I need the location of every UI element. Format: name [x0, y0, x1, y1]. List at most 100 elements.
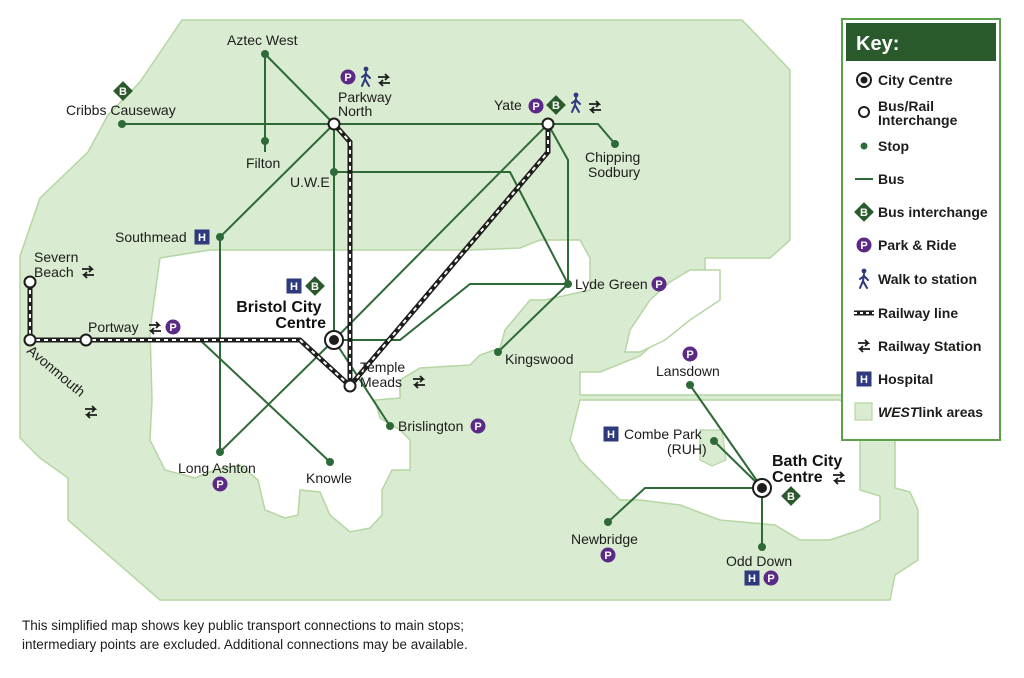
- stop-kingswood[interactable]: [494, 348, 502, 356]
- westlink-island-combe: [699, 429, 727, 467]
- city-centre-bristol[interactable]: [324, 330, 344, 350]
- legend-header: [846, 23, 996, 61]
- park-ride-icon: [212, 476, 228, 492]
- label-bath-line2: Centre: [772, 469, 823, 486]
- interchange-parkway[interactable]: [327, 117, 341, 131]
- hospital-icon: [194, 229, 210, 245]
- legend-label-railway-station: Railway Station: [878, 338, 981, 354]
- route-portway-knowle: [199, 339, 331, 463]
- legend-label-interchange-line2: Interchange: [878, 112, 958, 128]
- park-ride-icon: [165, 319, 181, 335]
- label-parkway-north: Parkway North: [338, 89, 396, 119]
- legend-item-bus-interchange: Bus interchange: [854, 202, 988, 222]
- legend-item-park-ride: Park & Ride: [856, 237, 957, 253]
- label-temple-line1: Temple: [360, 359, 405, 375]
- interchange-severn-beach[interactable]: [23, 275, 37, 289]
- legend-label-bus: Bus: [878, 171, 905, 187]
- stop-lyde[interactable]: [564, 280, 572, 288]
- stop-combe[interactable]: [710, 437, 718, 445]
- footer-note: This simplified map shows key public tra…: [22, 616, 622, 654]
- legend-label-hospital: Hospital: [878, 371, 933, 387]
- legend-label-stop: Stop: [878, 138, 909, 154]
- route-bristol-lyde: [334, 283, 568, 341]
- stop-brislington[interactable]: [386, 422, 394, 430]
- hospital-icon: [744, 570, 760, 586]
- legend-frame: [841, 18, 1001, 441]
- label-bath-line1: Bath City: [772, 453, 842, 470]
- legend-item-railway-line: Railway line: [854, 305, 958, 321]
- label-combe-park: Combe Park (RUH): [624, 426, 707, 457]
- label-temple-meads: Temple Meads: [360, 359, 409, 390]
- park-ride-icon: [651, 276, 667, 292]
- westlink-area-bath: [569, 399, 881, 541]
- stop-chipping[interactable]: [611, 140, 619, 148]
- legend-label-interchange-line1: Bus/Rail: [878, 98, 934, 114]
- label-odd-down: Odd Down: [726, 553, 792, 569]
- label-long-ashton: Long Ashton: [178, 460, 256, 476]
- bus-routes: [122, 53, 763, 547]
- label-bristol-city-centre: Bristol City Centre: [236, 299, 326, 332]
- footer-line-1: This simplified map shows key public tra…: [22, 618, 464, 633]
- westlink-hole-east: [624, 269, 721, 353]
- interchange-portway[interactable]: [79, 333, 93, 347]
- route-yate-lyde: [547, 123, 569, 284]
- label-knowle: Knowle: [306, 470, 352, 486]
- label-combe-line1: Combe Park: [624, 426, 703, 442]
- interchange-yate[interactable]: [541, 117, 555, 131]
- route-aztec-parkway: [264, 53, 335, 125]
- stop-southmead[interactable]: [216, 233, 224, 241]
- label-lansdown: Lansdown: [656, 363, 720, 379]
- park-ride-icon: [682, 346, 698, 362]
- legend-item-hospital: Hospital: [856, 371, 933, 387]
- route-combe-bath: [713, 440, 763, 489]
- legend-label-westlink: WESTlink areas: [878, 404, 983, 420]
- legend-label-walk: Walk to station: [878, 271, 977, 287]
- legend-item-railway-station: Railway Station: [857, 338, 981, 354]
- interchanges: [23, 117, 555, 393]
- stop-knowle[interactable]: [326, 458, 334, 466]
- legend-label-park-ride: Park & Ride: [878, 237, 957, 253]
- route-bristol-longashton: [219, 339, 335, 453]
- label-chipping-sodbury: Chipping Sodbury: [585, 149, 644, 180]
- stop-long-ashton[interactable]: [216, 448, 224, 456]
- legend: Key: City Centre Bus/Rail Interchange St…: [841, 18, 1001, 441]
- hospital-icon: [603, 426, 619, 442]
- interchange-avonmouth[interactable]: [23, 333, 37, 347]
- stop-newbridge[interactable]: [604, 518, 612, 526]
- label-combe-line2: (RUH): [667, 441, 707, 457]
- city-centre-bath[interactable]: [752, 478, 772, 498]
- legend-title: Key:: [856, 33, 899, 55]
- label-lyde-green: Lyde Green: [575, 276, 648, 292]
- label-severn-line2: Beach: [34, 264, 74, 280]
- stop-lansdown[interactable]: [686, 381, 694, 389]
- label-portway: Portway: [88, 319, 139, 335]
- label-kingswood: Kingswood: [505, 351, 574, 367]
- city-centres: [324, 330, 772, 498]
- route-lyde-kingswood: [497, 283, 569, 353]
- route-newbridge-bath: [607, 487, 762, 523]
- legend-label-bus-interchange: Bus interchange: [878, 204, 988, 220]
- westlink-hole-bristol: [149, 239, 591, 533]
- stop-uwe[interactable]: [330, 168, 338, 176]
- label-severn-beach: Severn Beach: [34, 249, 82, 280]
- park-ride-icon: [763, 570, 779, 586]
- legend-item-bus-rail-interchange: Bus/Rail Interchange: [858, 98, 958, 128]
- stop-odd-down[interactable]: [758, 543, 766, 551]
- park-ride-icon: [528, 98, 544, 114]
- park-ride-icon: [856, 237, 872, 253]
- legend-item-city-centre: City Centre: [856, 72, 953, 88]
- stop-filton[interactable]: [261, 137, 269, 145]
- route-uwe-lyde: [334, 171, 569, 285]
- label-aztec-west: Aztec West: [227, 32, 298, 48]
- legend-label-westlink-brand: WEST: [878, 404, 920, 420]
- interchange-temple-meads[interactable]: [343, 379, 357, 393]
- legend-label-city-centre: City Centre: [878, 72, 953, 88]
- footer-line-2: intermediary points are excluded. Additi…: [22, 637, 468, 652]
- stop-cribbs[interactable]: [118, 120, 126, 128]
- railway-lines: [27, 122, 551, 388]
- stop-aztec-west[interactable]: [261, 50, 269, 58]
- label-temple-line2: Meads: [360, 374, 402, 390]
- legend-item-stop: Stop: [860, 138, 909, 154]
- legend-item-bus: Bus: [855, 171, 905, 187]
